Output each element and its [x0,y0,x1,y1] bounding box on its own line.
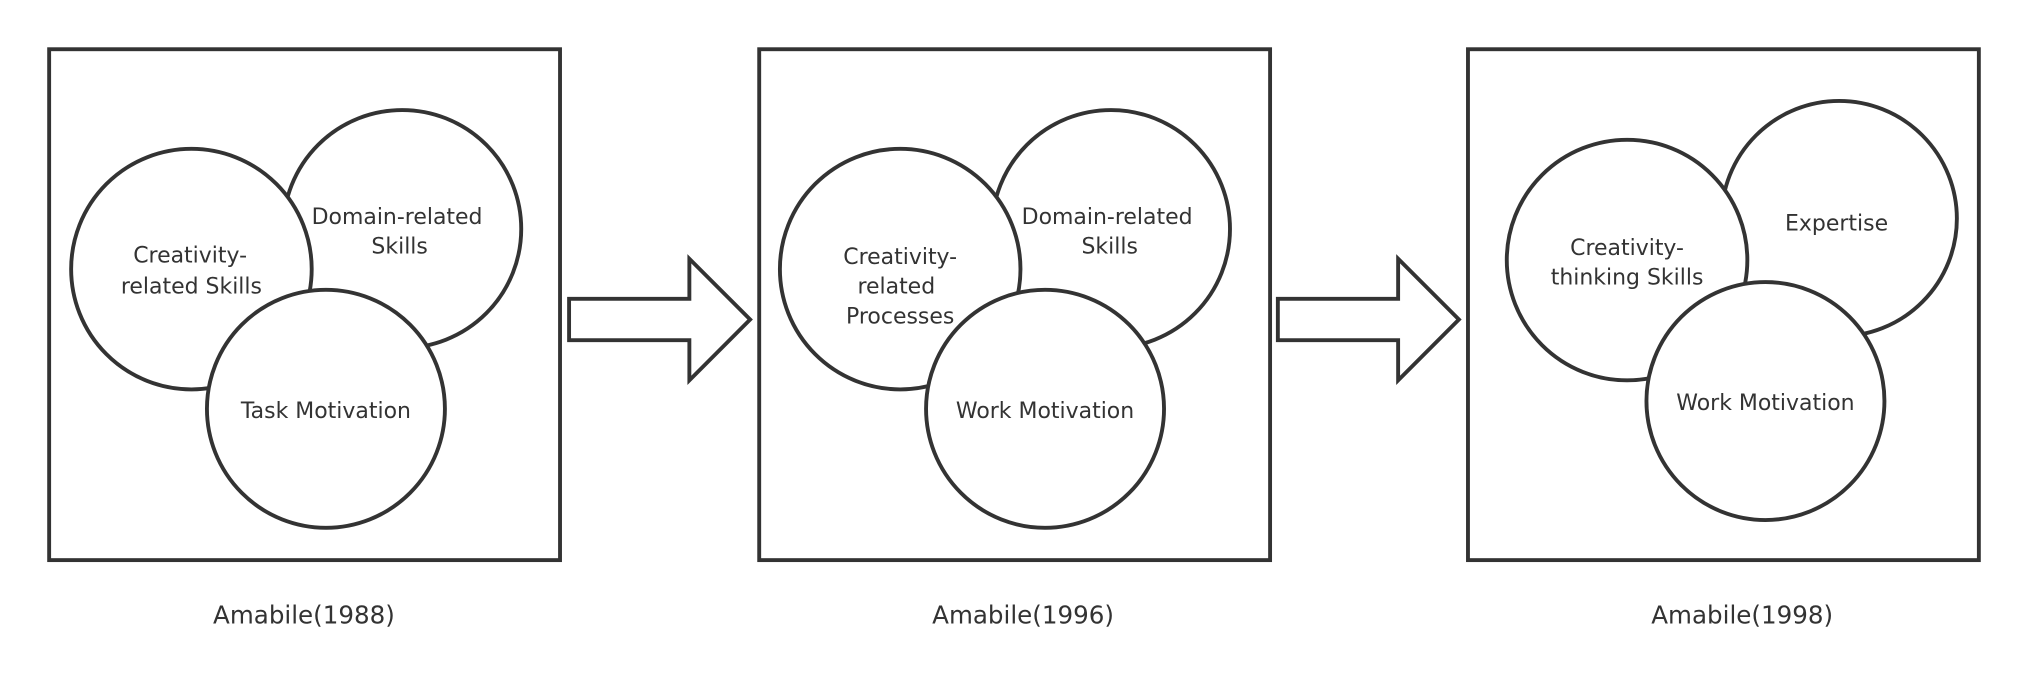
panel-1996: Domain-related Skills Creativity- relate… [757,47,1273,629]
creativity-label-line1: Creativity- [1570,236,1684,261]
motivation-circle [924,287,1166,530]
motivation-label: Work Motivation [956,399,1134,424]
motivation-label: Task Motivation [240,399,411,424]
domain-label: Expertise [1785,211,1888,236]
panel-caption: Amabile(1996) [932,600,1114,629]
creativity-label-line2: related Skills [121,275,262,300]
panel-caption: Amabile(1998) [1651,600,1833,629]
domain-label-line2: Skills [371,235,427,260]
creativity-label-line2: related [857,275,935,300]
panel-frame [1466,47,1981,563]
creativity-label-line1: Creativity- [843,245,957,270]
panel-frame [47,47,562,563]
panel-frame [757,47,1273,563]
panel-1998: Expertise Creativity- thinking Skills Wo… [1466,47,1981,629]
motivation-circle [1644,280,1887,522]
creativity-label-line1: Creativity- [133,244,247,269]
right-arrow-icon [1275,254,1462,386]
panel-caption: Amabile(1988) [213,600,395,629]
motivation-label: Work Motivation [1676,391,1854,416]
domain-label-line1: Domain-related [1022,205,1193,230]
motivation-circle [204,287,447,530]
panel-1988: Domain-related Skills Creativity- relate… [47,47,562,629]
domain-label-line1: Domain-related [312,205,483,230]
creativity-label-line3: Processes [846,304,954,329]
creativity-label-line2: thinking Skills [1551,266,1704,291]
domain-label-line2: Skills [1081,235,1137,260]
right-arrow-icon [567,254,753,386]
